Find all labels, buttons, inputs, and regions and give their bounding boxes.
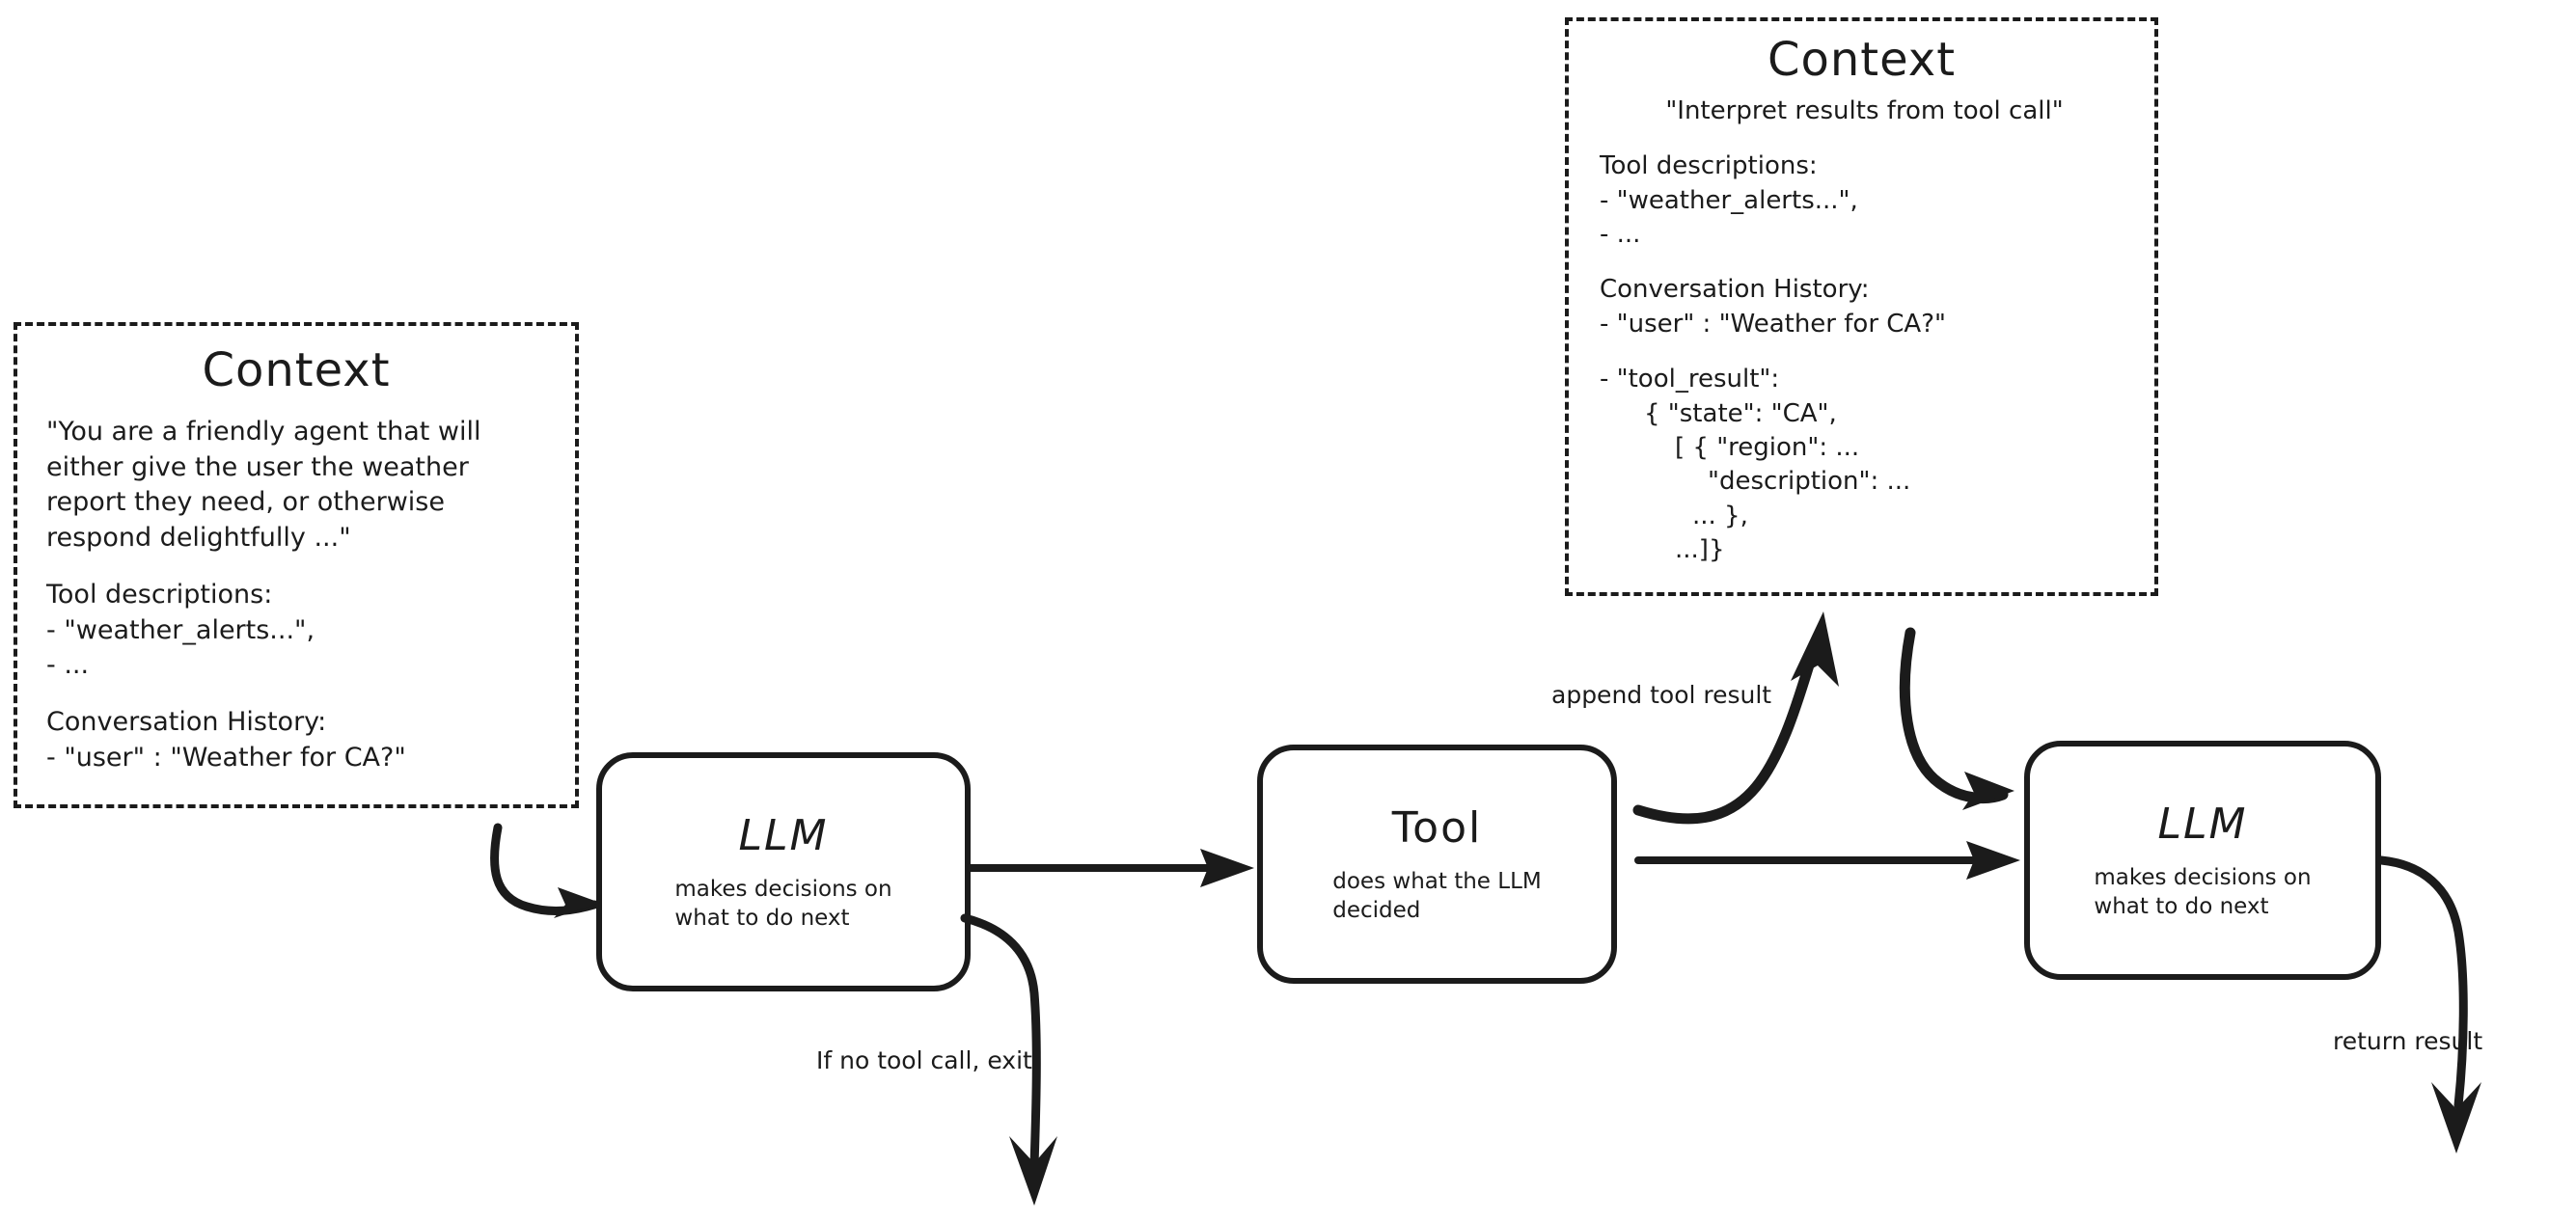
context-left-conversation-header: Conversation History:: [46, 707, 327, 738]
arrow-llm-to-tool: [967, 849, 1254, 887]
context-right-conversation-header: Conversation History:: [1600, 275, 1870, 305]
context-left-tool-descriptions-header: Tool descriptions:: [46, 579, 273, 610]
context-card-left: Context "You are a friendly agent that w…: [14, 322, 579, 808]
node-llm-first-title: LLM: [738, 810, 829, 860]
node-tool[interactable]: Tool does what the LLM decided: [1257, 745, 1617, 984]
context-right-system-prompt: "Interpret results from tool call": [1665, 96, 2064, 125]
arrow-tool-to-llm-second: [1634, 841, 2020, 880]
arrow-append-tool-result: [1632, 611, 1839, 825]
context-right-body: "Interpret results from tool call" Tool …: [1569, 95, 2154, 577]
context-right-tool-result-line-5: ...]}: [1675, 534, 1725, 564]
node-llm-first[interactable]: LLM makes decisions on what to do next: [596, 752, 971, 991]
context-left-title: Context: [202, 343, 391, 397]
node-llm-first-subtitle: makes decisions on what to do next: [674, 876, 892, 931]
node-llm-second-subtitle: makes decisions on what to do next: [2094, 864, 2312, 919]
node-llm-second[interactable]: LLM makes decisions on what to do next: [2024, 741, 2381, 980]
context-left-tool-item-1: - "weather_alerts...",: [46, 614, 315, 645]
context-left-body: "You are a friendly agent that will eith…: [17, 415, 575, 785]
edge-label-return-result: return result: [2333, 1027, 2483, 1055]
edge-label-if-no-tool-call-exit: If no tool call, exit: [816, 1046, 1032, 1074]
node-tool-subtitle: does what the LLM decided: [1332, 868, 1542, 923]
context-card-right: Context "Interpret results from tool cal…: [1565, 17, 2158, 596]
context-right-tool-result-line-4: ... },: [1692, 501, 1748, 530]
node-tool-title: Tool: [1391, 802, 1483, 853]
context-right-tool-item-1: - "weather_alerts...",: [1600, 185, 1858, 215]
context-right-conversation-item-1: - "user" : "Weather for CA?": [1600, 309, 1946, 339]
edge-label-append-tool-result: append tool result: [1551, 681, 1772, 709]
context-right-tool-result-line-3: "description": ...: [1708, 467, 1911, 497]
context-right-tool-item-2: - ...: [1600, 220, 1641, 250]
arrow-return-result: [2376, 855, 2481, 1153]
node-llm-second-title: LLM: [2157, 799, 2248, 849]
context-left-system-prompt: "You are a friendly agent that will eith…: [46, 417, 481, 554]
context-right-tool-result-line-1: { "state": "CA",: [1644, 398, 1837, 428]
context-left-tool-item-2: - ...: [46, 650, 90, 681]
context-right-tool-result-header: - "tool_result":: [1600, 365, 1780, 394]
arrow-context-to-llm: [490, 823, 600, 918]
context-left-conversation-item-1: - "user" : "Weather for CA?": [46, 742, 406, 773]
context-right-tool-descriptions-header: Tool descriptions:: [1600, 151, 1818, 181]
context-right-title: Context: [1767, 33, 1957, 87]
arrow-context-to-llm-second: [1899, 627, 2014, 810]
context-right-tool-result-line-2: [ { "region": ...: [1675, 432, 1860, 462]
